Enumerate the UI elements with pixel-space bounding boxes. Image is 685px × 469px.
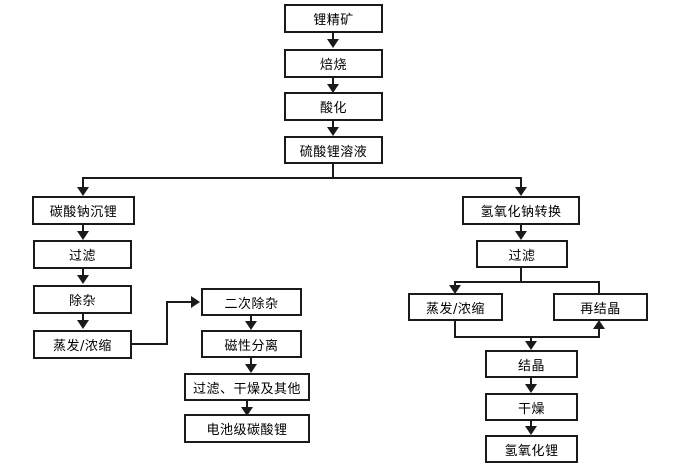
arrowhead-solution [327,127,339,136]
node-secondary-impurity-removal[interactable]: 二次除杂 [201,288,302,316]
arrowhead-secondary-impurity [191,296,200,308]
node-acidification[interactable]: 酸化 [284,92,383,121]
arrowhead-acidification [327,84,339,93]
edge-bus-to-recrystallization [598,281,600,293]
node-sodium-carbonate-precipitation[interactable]: 碳酸钠沉锂 [32,196,135,225]
arrowhead-filtration-right [515,231,527,240]
edge-filter-right-stem [520,268,522,282]
edge-evap-to-riser [132,343,168,345]
arrowhead-crystallization [525,341,537,350]
arrowhead-magnetic-separation [245,321,257,330]
edge-bus-up-to-recrystallization [598,326,600,337]
node-impurity-removal[interactable]: 除杂 [33,285,132,314]
node-battery-grade-lithium-carbonate[interactable]: 电池级碳酸锂 [184,414,310,443]
node-sodium-hydroxide-conversion[interactable]: 氢氧化钠转换 [462,196,580,225]
edge-acidification-solution [332,121,334,130]
arrowhead-battery-grade [241,407,253,416]
node-filtration-drying-other[interactable]: 过滤、干燥及其他 [184,373,310,401]
edge-riser-to-secondary [166,301,193,303]
arrowhead-evaporation-right [449,285,461,294]
arrowhead-evaporation-left [77,320,89,329]
node-drying[interactable]: 干燥 [485,393,578,421]
arrowhead-impurity-removal [77,275,89,284]
edge-join-bus [454,336,600,338]
node-crystallization[interactable]: 结晶 [485,350,578,378]
edge-split-to-right [520,177,522,189]
edge-solution-split-bus [82,177,522,179]
node-lithium-sulfate-solution[interactable]: 硫酸锂溶液 [284,136,383,164]
edge-filter-right-bus [454,281,600,283]
arrowhead-recrystallization [593,320,605,329]
edge-concentrate-roasting [332,33,334,41]
node-filtration-left[interactable]: 过滤 [33,240,132,269]
edge-precip-filter [82,225,84,234]
node-filtration-right[interactable]: 过滤 [476,240,568,268]
edge-bus-to-crystallization [530,336,532,344]
arrowhead-filtration-drying [245,364,257,373]
edge-drying-lioh [530,421,532,430]
edge-secondary-magnetic [250,316,252,324]
edge-naoh-filter [520,225,522,234]
node-evaporation-concentration-right[interactable]: 蒸发/浓缩 [408,293,503,321]
edge-magnetic-filterdry [250,358,252,367]
edge-filter-impurity [82,269,84,278]
node-recrystallization[interactable]: 再结晶 [553,293,648,321]
node-lithium-concentrate[interactable]: 锂精矿 [284,4,383,33]
arrowhead-sodium-carbonate [77,187,89,196]
edge-impurity-evaporation [82,314,84,323]
arrowhead-roasting [327,39,339,48]
node-magnetic-separation[interactable]: 磁性分离 [201,330,302,358]
node-roasting[interactable]: 焙烧 [284,49,383,78]
arrowhead-filtration-left [77,231,89,240]
edge-split-to-left [82,177,84,189]
edge-roasting-acidification [332,78,334,86]
node-lithium-hydroxide[interactable]: 氢氧化锂 [485,435,578,463]
edge-filterdry-battery [246,401,248,410]
edge-evap-riser [166,301,168,345]
edge-crystallization-drying [530,378,532,387]
arrowhead-lithium-hydroxide [525,426,537,435]
arrowhead-sodium-hydroxide [515,187,527,196]
node-evaporation-concentration-left[interactable]: 蒸发/浓缩 [33,330,132,359]
edge-solution-split-stem [332,164,334,178]
edge-bus-to-evaporation [454,281,456,288]
arrowhead-drying [525,384,537,393]
edge-evaporation-down [454,321,456,338]
